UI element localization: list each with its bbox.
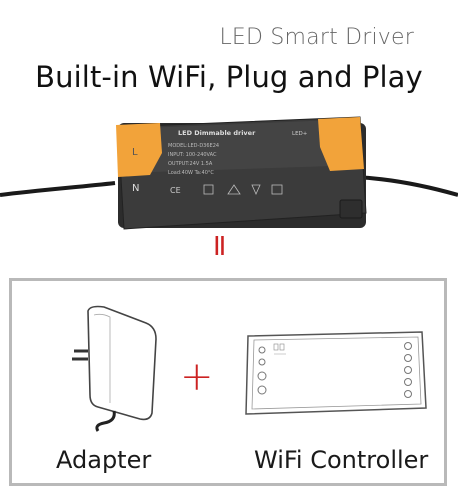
- driver-side-mark: LED+: [292, 131, 308, 137]
- right-cable: [354, 175, 458, 197]
- terminal-circle-icon: [258, 346, 266, 354]
- left-cable: [0, 181, 116, 197]
- plus-sign: +: [180, 354, 214, 400]
- driver-line1: MODEL:LED-D36E24: [168, 143, 219, 149]
- driver-line2: INPUT: 100-240VAC: [168, 152, 217, 158]
- terminal-n-mark: N: [132, 183, 139, 194]
- adapter-cable: [95, 410, 116, 432]
- adapter-body: [87, 305, 157, 421]
- driver-line3: OUTPUT:24V 1.5A: [168, 161, 213, 167]
- adapter-illustration: [72, 305, 157, 432]
- right-terminal-cover: [318, 117, 364, 171]
- led-driver-image: L N LED Dimmable driver MODEL:LED-D36E24…: [0, 105, 458, 245]
- left-terminal-cover: [116, 123, 162, 177]
- cert-triangle-icon: [227, 184, 241, 195]
- wifi-controller-label: WiFi Controller: [254, 446, 429, 474]
- driver-heading: LED Dimmable driver: [178, 129, 256, 137]
- driver-cert-marks: CE: [170, 186, 181, 195]
- equals-sign: II: [213, 232, 226, 262]
- components-box: + Adapter WiFi Controller: [9, 278, 447, 486]
- subtitle: LED Smart Driver: [219, 25, 414, 50]
- cert-box-icon: [271, 184, 283, 195]
- driver-line4: Load:40W Ta:40°C: [168, 170, 214, 176]
- cert-mark-icon: [251, 184, 261, 195]
- mounting-tab: [339, 199, 363, 219]
- adapter-label: Adapter: [56, 446, 152, 474]
- cert-square-icon: [203, 184, 214, 195]
- led-driver-illustration: L N LED Dimmable driver MODEL:LED-D36E24…: [0, 116, 458, 230]
- page-title: Built-in WiFi, Plug and Play: [35, 60, 423, 94]
- controller-body: [245, 331, 427, 415]
- controller-illustration: [245, 331, 427, 415]
- terminal-l-mark: L: [132, 147, 138, 158]
